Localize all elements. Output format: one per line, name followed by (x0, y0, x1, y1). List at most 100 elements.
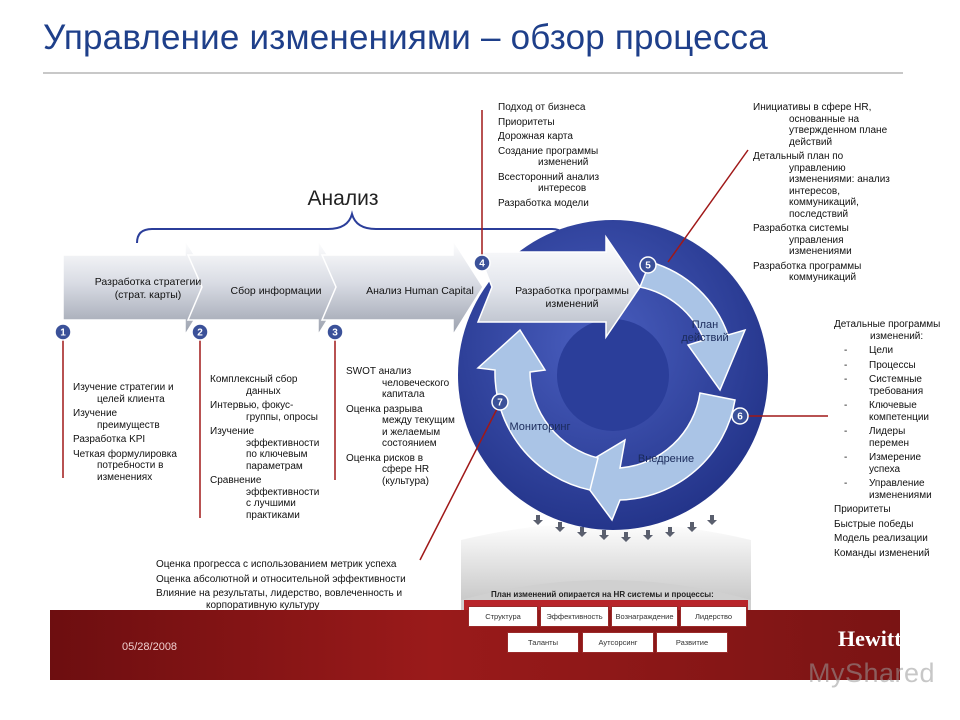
footer-date: 05/28/2008 (122, 641, 178, 653)
note-line: между текущим (382, 415, 455, 426)
step-number: 1 (60, 328, 66, 339)
note-line: Оценка абсолютной и относительной эффект… (156, 573, 406, 585)
note-line: Четкая формулировка (73, 448, 177, 460)
hr-system-chip: Структура (468, 606, 538, 627)
note-line: Команды изменений (834, 547, 930, 559)
hr-system-chip: Лидерство (680, 606, 747, 627)
step-number: 5 (645, 261, 651, 272)
note-line: интересов (538, 183, 587, 194)
note-line: Изучение (73, 408, 118, 419)
note-line: Всесторонний анализ (498, 171, 600, 183)
dash-list-item: -Процессы (844, 359, 916, 371)
step-number-marker (54, 323, 72, 341)
note-line: Детальный план по (753, 151, 844, 162)
note-line: капитала (382, 389, 425, 400)
note-line: последствий (789, 208, 849, 220)
note-line: Приоритеты (498, 116, 555, 128)
note-line: SWOT анализ (346, 366, 412, 377)
note-line: изменениями: анализ (789, 174, 890, 185)
step-1-label: (страт. карты) (115, 289, 182, 301)
step-5-label: действий (681, 332, 728, 344)
note-line: группы, опросы (246, 411, 318, 423)
chevron-step-1 (62, 237, 216, 338)
note-line: Разработка модели (498, 197, 589, 209)
down-arrow-icon (621, 532, 631, 542)
hr-system-chip: Таланты (507, 632, 579, 653)
note-line: Сравнение (210, 475, 262, 486)
note-line: Разработка программы (753, 260, 862, 272)
hr-system-chip: Аутсорсинг (582, 632, 654, 653)
analysis-bracket (136, 210, 567, 244)
down-arrow-icon (687, 522, 697, 532)
note-line: Интервью, фокус- (210, 400, 294, 411)
note-line: Комплексный сбор (210, 374, 298, 385)
chevron-step-3 (320, 237, 484, 338)
down-arrow-icon (577, 527, 587, 537)
note-line: управлению (789, 162, 846, 174)
note-line: Изучение (210, 426, 255, 437)
note-line: параметрам (246, 460, 303, 472)
note-line: и желаемым (382, 426, 441, 438)
chevron-step-2 (186, 237, 349, 338)
down-arrow-icon (555, 522, 565, 532)
note-line: преимуществ (97, 419, 160, 431)
hr-system-chip: Эффективность (540, 606, 609, 627)
step-2-label: Сбор информации (231, 285, 322, 297)
note-line: Оценка рисков в (346, 452, 424, 464)
note-line: сфере HR (382, 464, 430, 475)
note-line: Изучение стратегии и (73, 382, 174, 393)
note-line: основанные на (789, 113, 860, 125)
note-line: с лучшими (246, 498, 296, 509)
step-number: 6 (737, 412, 743, 423)
cycle-arrow-monitoring (476, 328, 599, 491)
step-number-marker (731, 407, 749, 425)
step-number: 4 (479, 259, 485, 270)
chevron-step-4 (476, 234, 641, 340)
step-3-label: Анализ Human Capital (366, 285, 474, 297)
note-line: изменений (538, 157, 589, 168)
down-arrow-icon (643, 530, 653, 540)
note-line: изменениях (97, 471, 153, 483)
step-number-marker (191, 323, 209, 341)
analysis-label: Анализ (308, 187, 379, 210)
myshared-watermark: MyShared (808, 658, 936, 688)
note-line: (культура) (382, 475, 429, 487)
note-line: эффективности (246, 437, 320, 449)
step-number-marker (473, 254, 491, 272)
down-arrow-icon (599, 530, 609, 540)
cycle-arrow-plan (638, 261, 747, 392)
note-line: коммуникаций (789, 272, 857, 283)
step-7-label: Мониторинг (509, 421, 570, 433)
note-line: коммуникаций, (789, 197, 859, 208)
title-divider (43, 72, 903, 74)
note-line: целей клиента (97, 393, 165, 405)
step-4-label: Разработка программы (515, 285, 629, 297)
step-number-marker (326, 323, 344, 341)
note-line: Оценка прогресса с использованием метрик… (156, 559, 397, 570)
wheel-hub (557, 319, 669, 431)
step-5-label: План (692, 319, 719, 331)
step-1-label: Разработка стратегии (95, 276, 202, 288)
note-line: Модель реализации (834, 533, 928, 544)
note-line: Влияние на результаты, лидерство, вовлеч… (156, 588, 403, 599)
note-line: Детальные программы (834, 319, 941, 330)
note-line: практиками (246, 509, 300, 521)
note-line: изменений: (870, 330, 924, 342)
note-line: управления (789, 234, 844, 246)
hr-system-chip: Развитие (656, 632, 728, 653)
note-line: Оценка разрыва (346, 403, 423, 415)
note-line: человеческого (382, 377, 450, 389)
note-line: эффективности (246, 486, 320, 498)
hewitt-logo: Hewitt (838, 626, 902, 651)
note-line: Инициативы в сфере HR, (753, 102, 872, 113)
step-number: 2 (197, 328, 203, 339)
note-line: Быстрые победы (834, 518, 914, 530)
down-arrow-icon (707, 515, 717, 525)
